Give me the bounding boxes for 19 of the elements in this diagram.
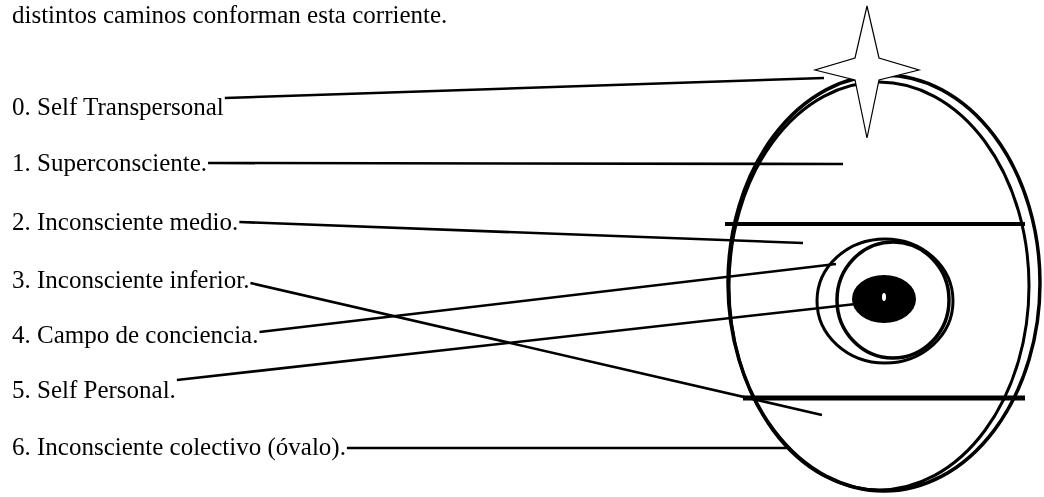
leader-line bbox=[250, 281, 823, 417]
leader-line bbox=[346, 446, 789, 450]
item-label: 5. Self Personal. bbox=[12, 375, 176, 405]
item-label: 6. Inconsciente colectivo (óvalo). bbox=[12, 432, 346, 462]
star-shape bbox=[815, 6, 919, 138]
leader-line bbox=[259, 262, 837, 334]
item-label: 4. Campo de conciencia. bbox=[12, 320, 259, 350]
leader-line bbox=[208, 161, 843, 166]
egg-oval bbox=[722, 74, 1042, 494]
item-label: 0. Self Transpersonal bbox=[12, 92, 224, 122]
item-label: 1. Superconsciente. bbox=[12, 148, 208, 178]
paragraph-text: distintos caminos conforman esta corriente. bbox=[12, 0, 448, 30]
ring-circle bbox=[815, 237, 955, 365]
item-label: 3. Inconsciente inferior. bbox=[12, 265, 250, 295]
item-label: 2. Inconsciente medio. bbox=[12, 207, 239, 237]
leader-line bbox=[176, 302, 857, 382]
leader-line bbox=[224, 76, 825, 100]
dot bbox=[851, 274, 917, 324]
leader-line bbox=[239, 220, 804, 245]
